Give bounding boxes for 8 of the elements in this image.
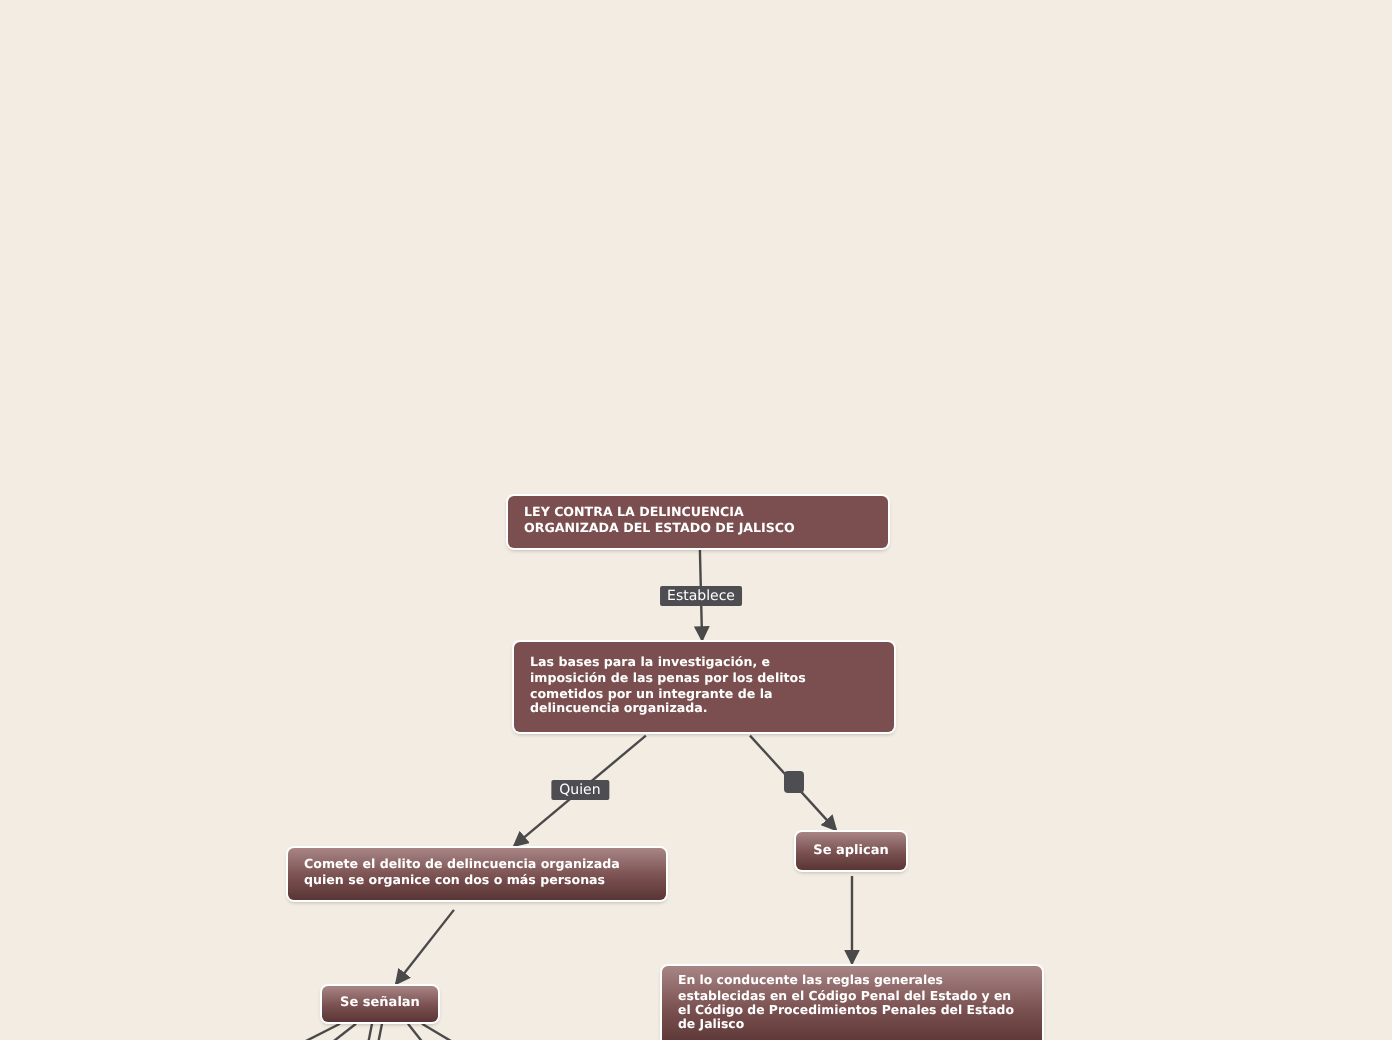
arrow xyxy=(749,734,838,832)
arrow xyxy=(394,909,455,986)
line xyxy=(421,1022,457,1040)
line xyxy=(407,1023,425,1040)
line xyxy=(366,1023,374,1040)
line xyxy=(376,1023,384,1040)
line xyxy=(329,1022,357,1040)
arrow xyxy=(844,876,860,966)
